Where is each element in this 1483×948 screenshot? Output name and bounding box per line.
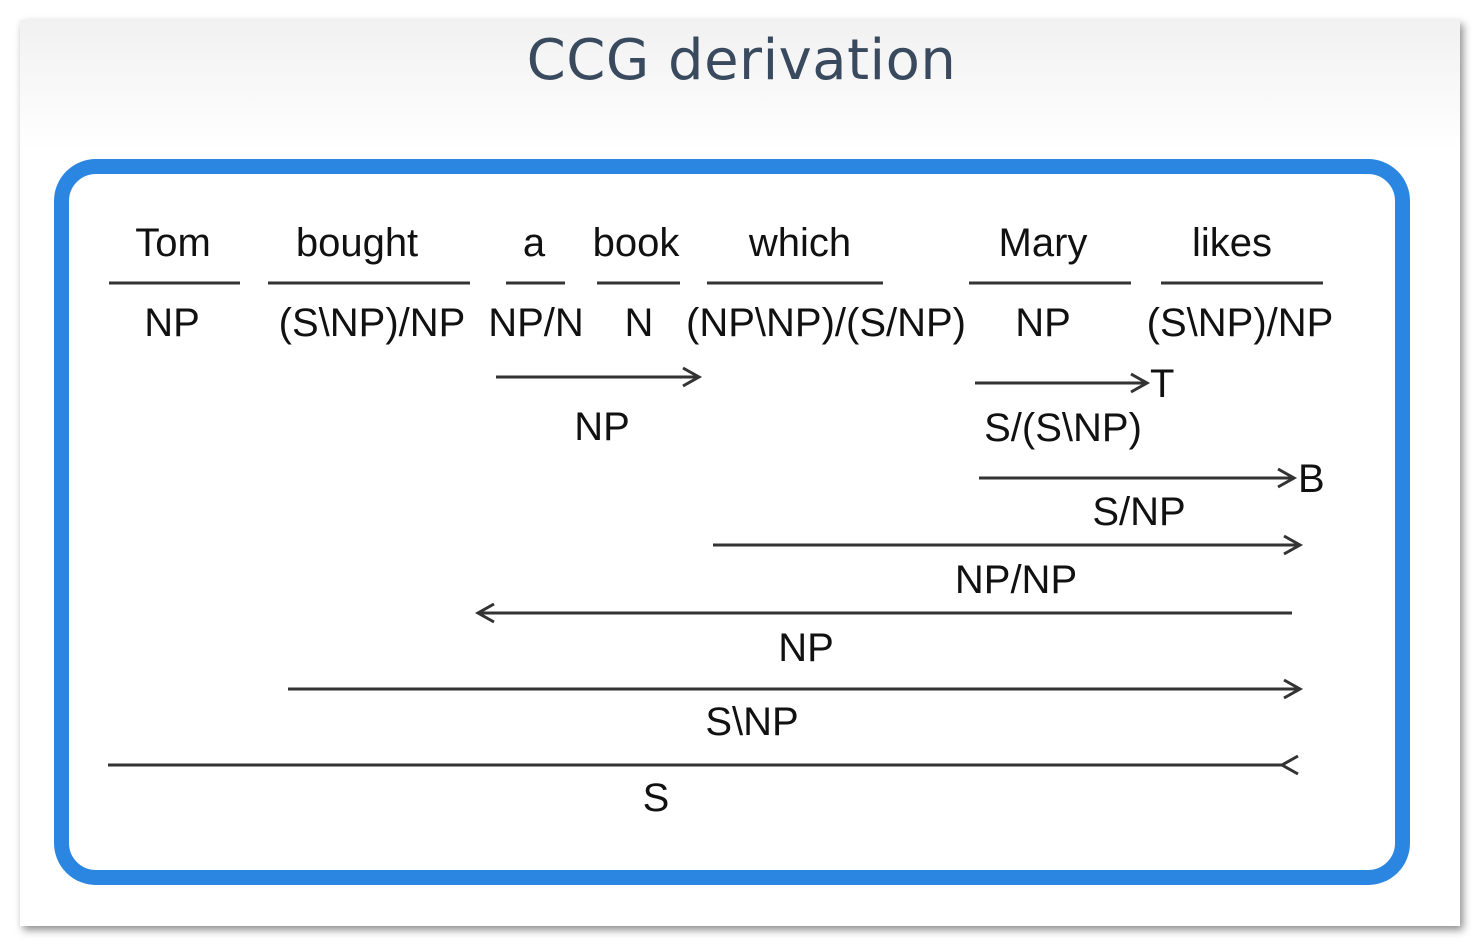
word-a: a	[523, 221, 546, 265]
rule-label-typeraise: T	[1150, 362, 1174, 406]
step-7-line	[108, 754, 1299, 776]
category-a: NP/N	[488, 301, 584, 345]
step-4-line	[713, 534, 1304, 556]
word-tom: Tom	[135, 221, 211, 265]
slide-title: CCG derivation	[526, 28, 957, 93]
word-mary: Mary	[999, 221, 1088, 265]
step-6-line	[288, 678, 1304, 700]
category-book: N	[625, 301, 654, 345]
word-likes: likes	[1192, 221, 1272, 265]
step-3-line	[979, 467, 1298, 489]
step-2-line	[975, 372, 1151, 394]
combination-lines	[108, 366, 1304, 776]
category-likes: (S\NP)/NP	[1147, 301, 1334, 345]
step-5-result: NP	[778, 626, 834, 670]
category-mary: NP	[1015, 301, 1071, 345]
step-4-result: NP/NP	[955, 558, 1077, 602]
step-5-line	[474, 602, 1292, 624]
rule-label-composition: B	[1298, 457, 1325, 501]
word-book: book	[593, 221, 681, 265]
derived-categories: T B NP S/(S\NP) S/NP NP/NP NP S\NP S	[574, 362, 1324, 820]
category-which: (NP\NP)/(S/NP)	[686, 301, 966, 345]
step-3-result: S/NP	[1092, 490, 1185, 534]
step-6-result: S\NP	[705, 700, 798, 744]
category-bought: (S\NP)/NP	[279, 301, 466, 345]
step-2-result: S/(S\NP)	[984, 406, 1142, 450]
step-1-result: NP	[574, 405, 630, 449]
word-which: which	[748, 221, 851, 265]
word-bought: bought	[296, 221, 418, 265]
step-1-line	[496, 366, 703, 388]
category-tom: NP	[144, 301, 200, 345]
step-7-result: S	[643, 776, 670, 820]
lexicon-row: Tom bought a book which Mary likes NP (S…	[109, 221, 1333, 345]
